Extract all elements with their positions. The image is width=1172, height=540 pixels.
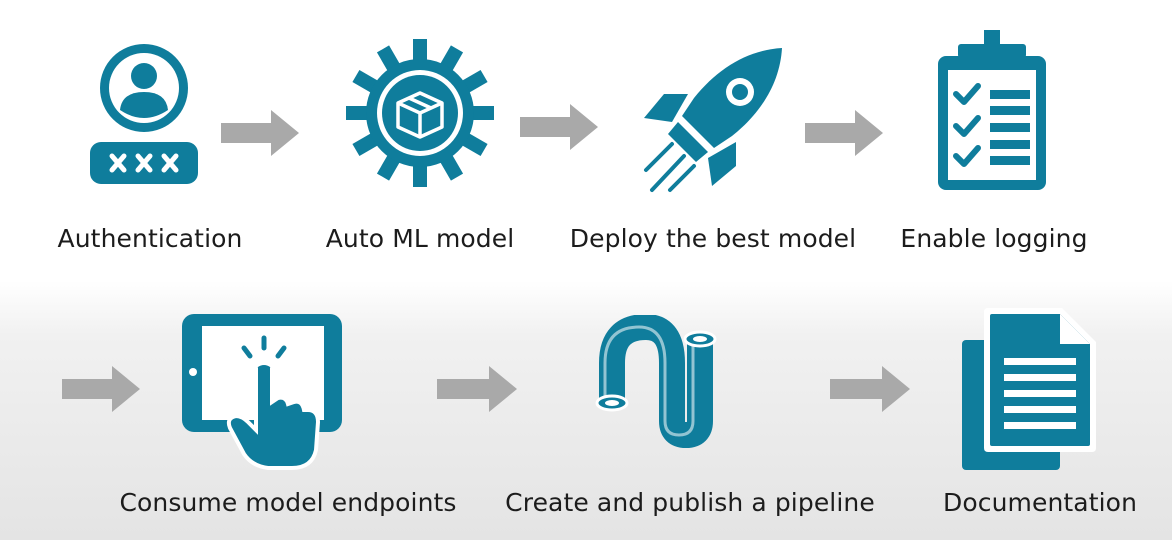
pipe-icon <box>590 315 730 463</box>
step-label: Deploy the best model <box>569 224 857 253</box>
rocket-icon <box>636 44 786 194</box>
step-label: Auto ML model <box>325 224 515 253</box>
arrow-right-icon <box>520 104 598 150</box>
step-label: Enable logging <box>900 224 1088 253</box>
arrow-right-icon <box>437 366 517 412</box>
tablet-touch-icon <box>180 310 346 470</box>
step-label: Documentation <box>942 488 1138 517</box>
documents-icon <box>960 306 1100 476</box>
step-label: Authentication <box>57 224 243 253</box>
user-password-icon <box>84 38 204 188</box>
step-label: Create and publish a pipeline <box>505 488 875 517</box>
arrow-right-icon <box>62 366 140 412</box>
gear-box-icon <box>337 38 503 188</box>
arrow-right-icon <box>221 110 299 156</box>
clipboard-checklist-icon <box>934 30 1050 192</box>
arrow-right-icon <box>830 366 910 412</box>
arrow-right-icon <box>805 110 883 156</box>
step-label: Consume model endpoints <box>119 488 457 517</box>
